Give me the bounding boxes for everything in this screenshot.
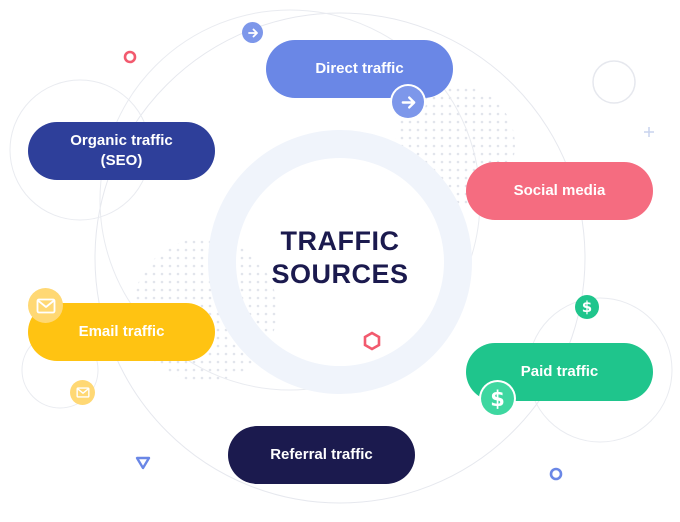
dollar-icon: $ xyxy=(481,382,514,415)
dollar-icon: $ xyxy=(575,295,599,319)
plus-sign xyxy=(644,127,654,137)
node-direct-traffic: Direct traffic xyxy=(266,40,453,98)
dollar-icon-symbol: $ xyxy=(490,386,505,411)
blue-triangle xyxy=(135,456,151,470)
node-email-traffic-label: Email traffic xyxy=(78,323,165,340)
dollar-icon-symbol: $ xyxy=(581,298,593,316)
arrow-right-icon xyxy=(392,86,424,118)
node-referral-traffic-label: Referral traffic xyxy=(270,446,373,463)
center-title: TRAFFIC SOURCES xyxy=(271,226,409,289)
mail-icon xyxy=(70,380,95,405)
small-circle-outline-top-right xyxy=(592,60,636,104)
node-organic-traffic: Organic traffic (SEO) xyxy=(28,122,215,180)
red-hexagon xyxy=(363,331,381,351)
node-referral-traffic: Referral traffic xyxy=(228,426,415,484)
node-direct-traffic-label: Direct traffic xyxy=(315,60,404,77)
node-organic-traffic-label: Organic traffic (SEO) xyxy=(70,132,173,169)
mail-icon xyxy=(28,288,63,323)
orbit-line-large xyxy=(94,12,586,504)
node-paid-traffic-label: Paid traffic xyxy=(520,363,599,380)
node-social-media: Social media xyxy=(466,162,653,220)
blue-ring-dot xyxy=(549,467,563,481)
node-social-media-label: Social media xyxy=(513,182,606,199)
node-paid-traffic: Paid traffic xyxy=(466,343,653,401)
red-ring-dot xyxy=(123,50,137,64)
arrow-right-icon xyxy=(242,22,263,43)
center-ring xyxy=(208,130,472,394)
